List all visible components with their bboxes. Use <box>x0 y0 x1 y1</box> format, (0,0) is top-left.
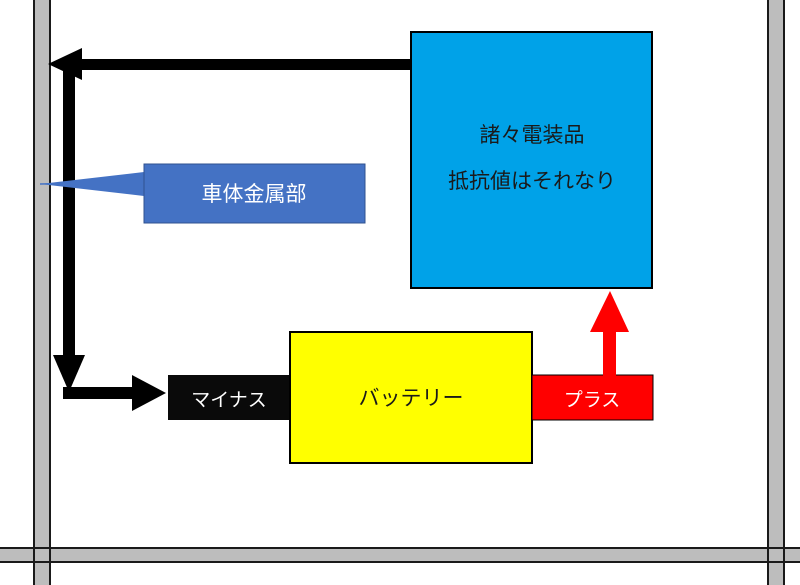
left-border-gray <box>34 0 50 585</box>
battery-label: バッテリー <box>359 386 464 410</box>
minus-label: マイナス <box>191 389 267 411</box>
body-callout: 車体金属部 <box>39 163 366 224</box>
right-border-gray <box>768 0 784 585</box>
callout-label: 車体金属部 <box>202 182 307 206</box>
plus-terminal: プラス <box>531 374 654 421</box>
battery-rect <box>289 331 533 464</box>
device-rect <box>410 31 653 289</box>
device-label-line1: 諸々電装品 <box>480 123 585 147</box>
plus-rect <box>531 374 654 421</box>
right-arrow-head <box>132 375 166 411</box>
up-arrow-head <box>590 291 629 332</box>
bottom-border-gray <box>0 548 800 562</box>
plus-label: プラス <box>564 389 621 411</box>
minus-rect <box>168 375 292 420</box>
down-arrow-head <box>53 355 85 392</box>
bottom-horizontal-wire <box>63 387 135 399</box>
device-label-line2: 抵抗値はそれなり <box>448 169 616 193</box>
device-box: 諸々電装品 抵抗値はそれなり <box>410 31 653 289</box>
top-horizontal-wire <box>80 59 412 70</box>
vertical-wire <box>63 60 75 362</box>
supply-arrow-shaft <box>603 328 616 376</box>
callout-pointer <box>40 172 144 196</box>
minus-terminal: マイナス <box>168 375 292 420</box>
battery-box: バッテリー <box>289 331 533 464</box>
callout-rect <box>143 163 366 224</box>
return-wire <box>48 48 412 411</box>
supply-arrow <box>590 291 629 376</box>
